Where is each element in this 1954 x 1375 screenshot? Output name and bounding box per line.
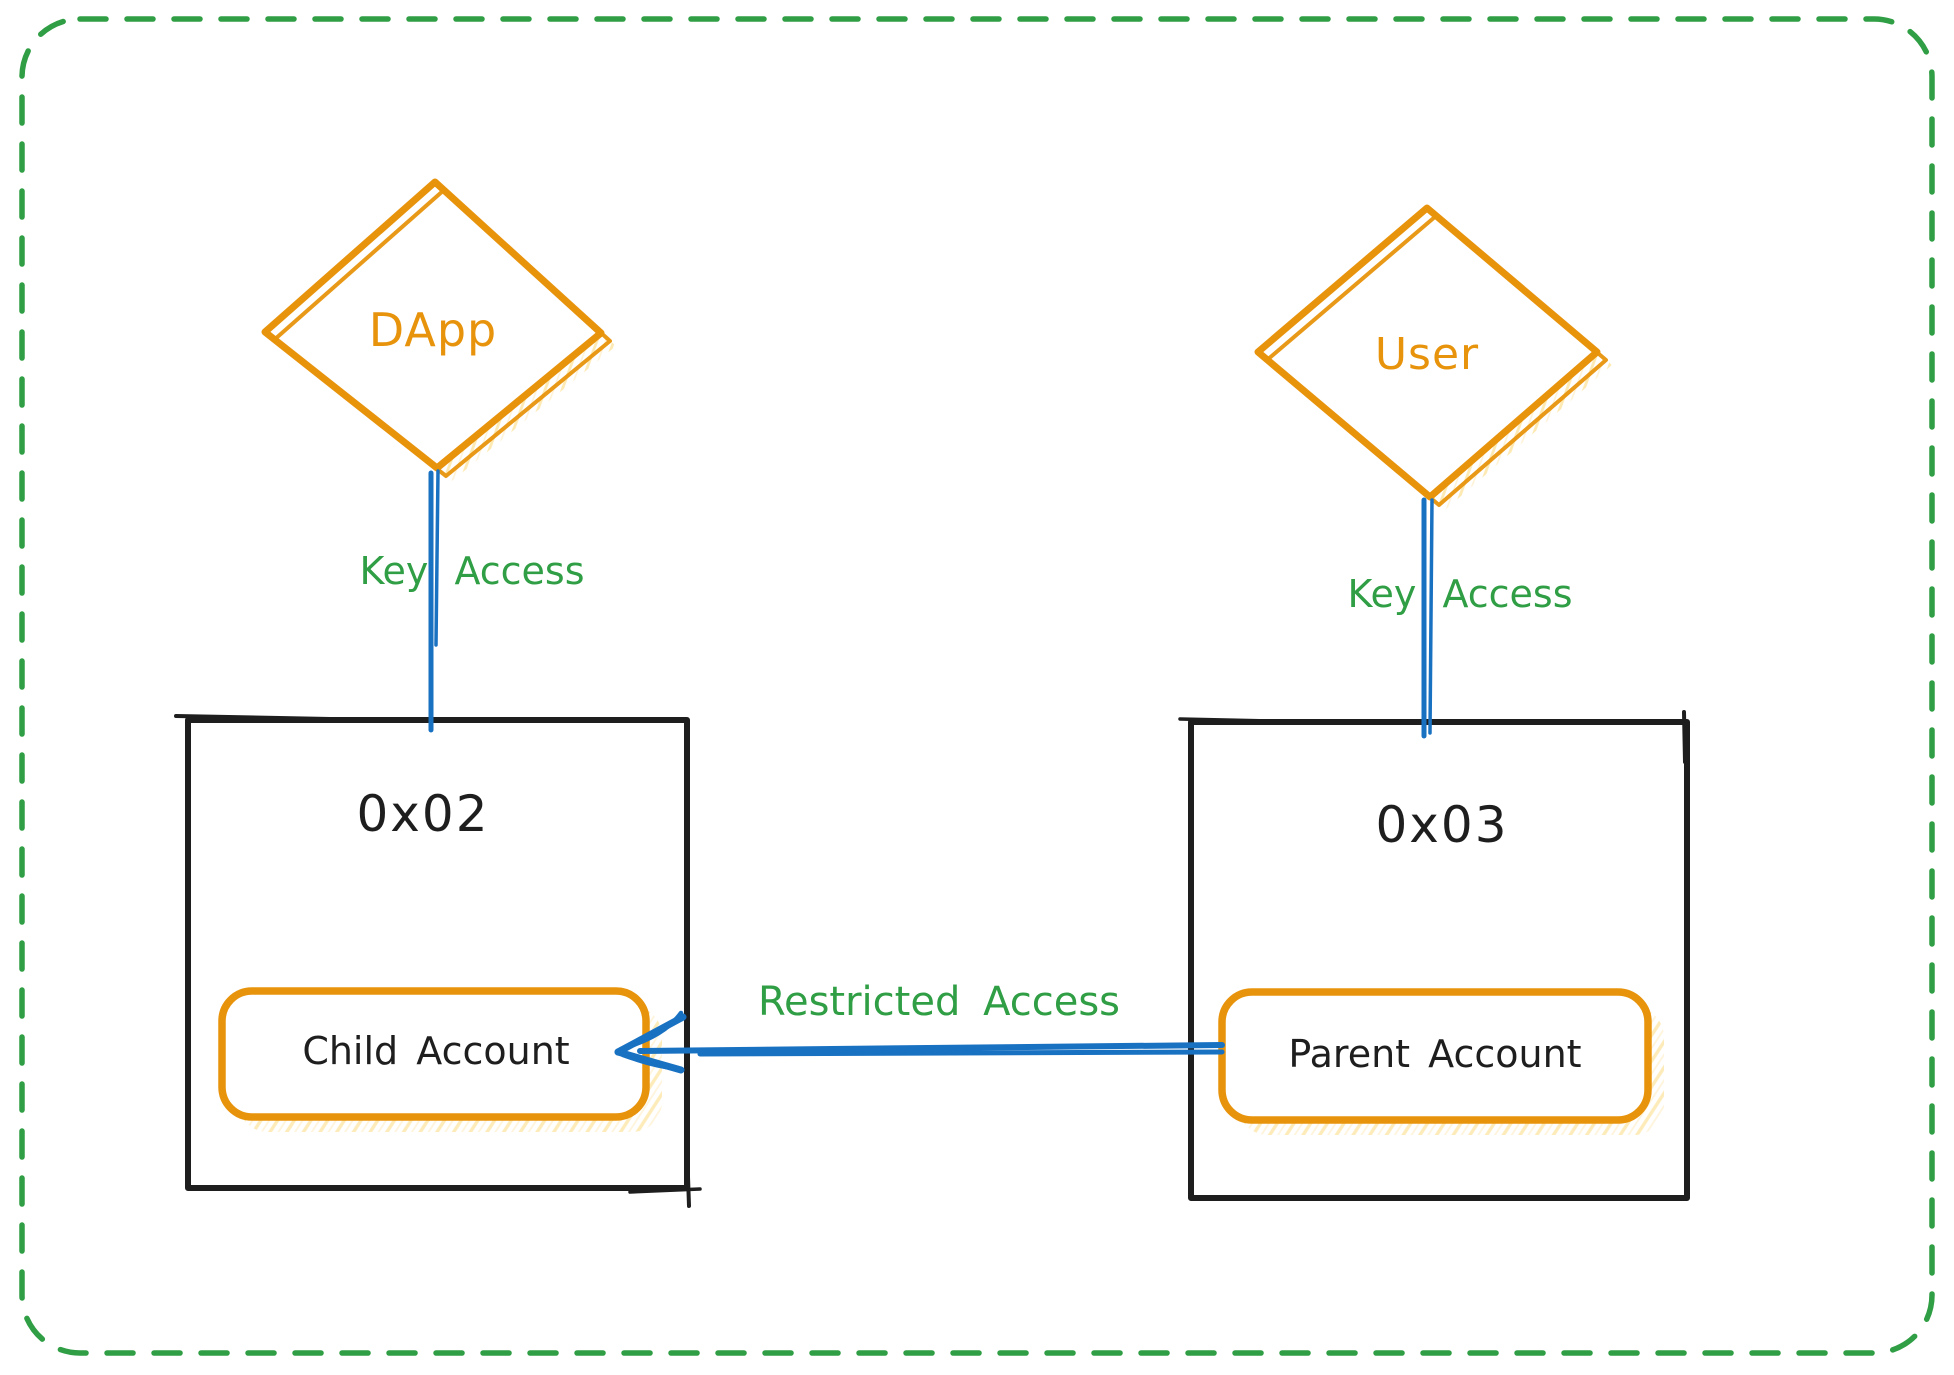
- user-key-access-label: Key Access: [1347, 572, 1572, 616]
- account-0x03-border: [1188, 719, 1690, 1201]
- parent-account-shape: [1218, 988, 1652, 1124]
- dapp-key-access-connector: [428, 469, 440, 733]
- user-key-access-connector: [1421, 497, 1434, 739]
- connector-line-sketch: [1428, 498, 1434, 735]
- child-account-box: Child Account: [218, 987, 662, 1132]
- sketch-overshoot: [685, 1146, 691, 1208]
- parent-account-box: Parent Account: [1218, 988, 1664, 1135]
- user-diamond: User: [1254, 204, 1612, 510]
- dapp-key-access-label: Key Access: [359, 549, 584, 593]
- dapp-diamond: DApp: [261, 178, 616, 481]
- arrow-line-sketch: [697, 1049, 1225, 1057]
- arrowhead-lower-wing-sketch: [620, 1052, 677, 1071]
- outer-dashed-frame: [19, 16, 1935, 1356]
- dapp-label: DApp: [369, 303, 497, 357]
- arrowhead-upper-wing-sketch: [618, 1010, 684, 1052]
- restricted-access-label: Restricted Access: [758, 979, 1120, 1025]
- parent-account-label: Parent Account: [1288, 1032, 1581, 1076]
- child-account-shape: [218, 987, 650, 1121]
- dapp-diamond-sketch-stroke: [272, 188, 612, 478]
- connector-line-sketch: [434, 469, 440, 647]
- child-account-bg: [222, 991, 646, 1117]
- sketch-overshoot: [628, 1187, 702, 1194]
- user-diamond-sketch-stroke: [1265, 214, 1608, 507]
- arrow-line: [637, 1042, 1225, 1054]
- restricted-access-arrow: [614, 1010, 1225, 1074]
- sketch-overshoot: [174, 714, 332, 721]
- account-0x02-label: 0x02: [356, 785, 489, 843]
- parent-account-bg: [1222, 992, 1648, 1120]
- account-0x02-box: 0x02: [174, 714, 702, 1208]
- sketch-overshoot: [1178, 717, 1322, 724]
- user-label: User: [1375, 329, 1479, 380]
- sketch-overshoot: [1682, 710, 1687, 764]
- child-account-label: Child Account: [302, 1029, 569, 1073]
- account-0x03-label: 0x03: [1375, 796, 1508, 854]
- account-0x02-border: [185, 717, 690, 1191]
